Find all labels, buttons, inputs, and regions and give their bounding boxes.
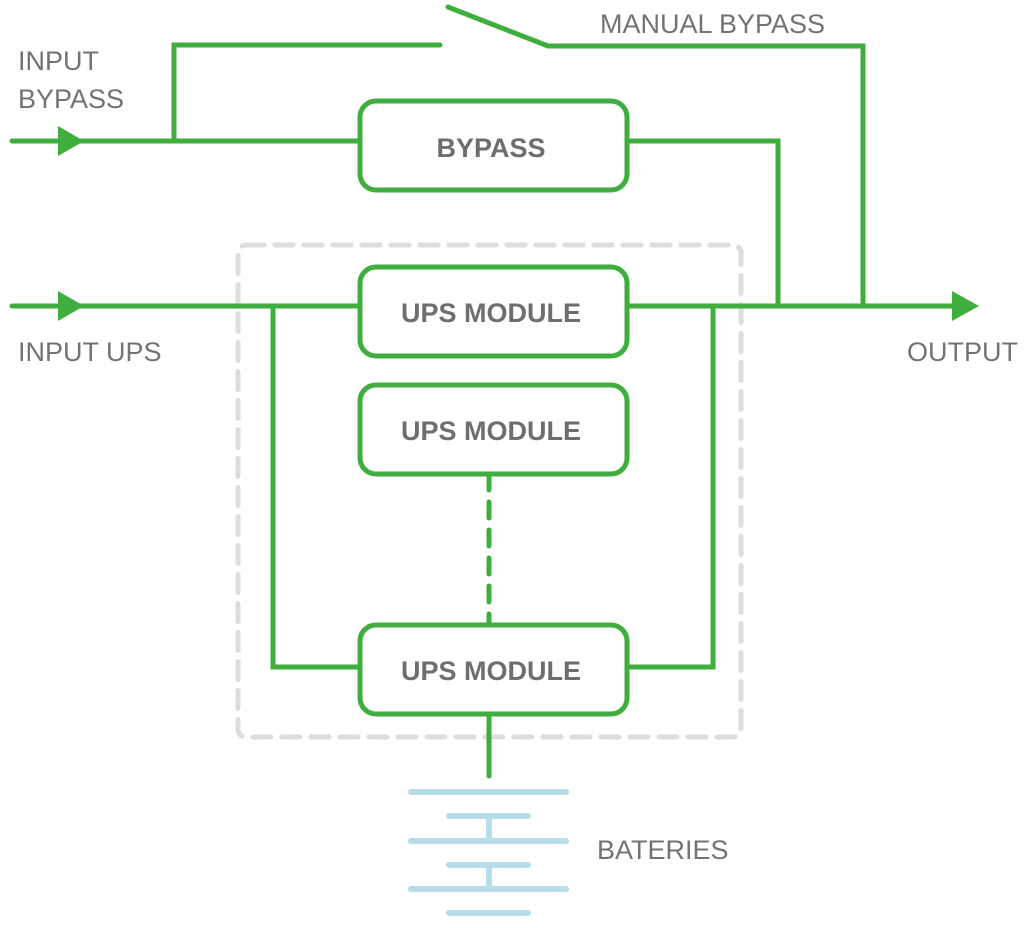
input-ups-label: INPUT UPS (18, 337, 162, 367)
output-arrow-icon (952, 291, 979, 321)
bypass-output-wire (624, 138, 781, 309)
battery-icon (408, 789, 569, 916)
ups-module-box-3: UPS MODULE (357, 622, 630, 717)
output-label: OUTPUT (907, 337, 1018, 367)
ups-module-label: UPS MODULE (401, 298, 581, 328)
manual-bypass-wire-in (171, 42, 443, 144)
input-bypass-label-2: BYPASS (18, 84, 124, 114)
ups-module-box-2: UPS MODULE (357, 382, 630, 477)
manual-bypass-switch (445, 4, 866, 309)
module-output-bus (624, 303, 716, 670)
batteries-label: BATERIES (597, 835, 729, 865)
module-input-bus (270, 303, 363, 670)
bypass-label: BYPASS (436, 133, 545, 163)
ups-module-box-1: UPS MODULE (357, 264, 630, 359)
input-ups-arrow-icon (58, 291, 84, 321)
manual-bypass-label: MANUAL BYPASS (600, 9, 825, 39)
input-bypass-arrow-icon (58, 126, 84, 156)
input-bypass-label: INPUT (18, 46, 99, 76)
bypass-box: BYPASS (357, 98, 630, 193)
ups-module-label: UPS MODULE (401, 656, 581, 686)
ups-module-label: UPS MODULE (401, 416, 581, 446)
